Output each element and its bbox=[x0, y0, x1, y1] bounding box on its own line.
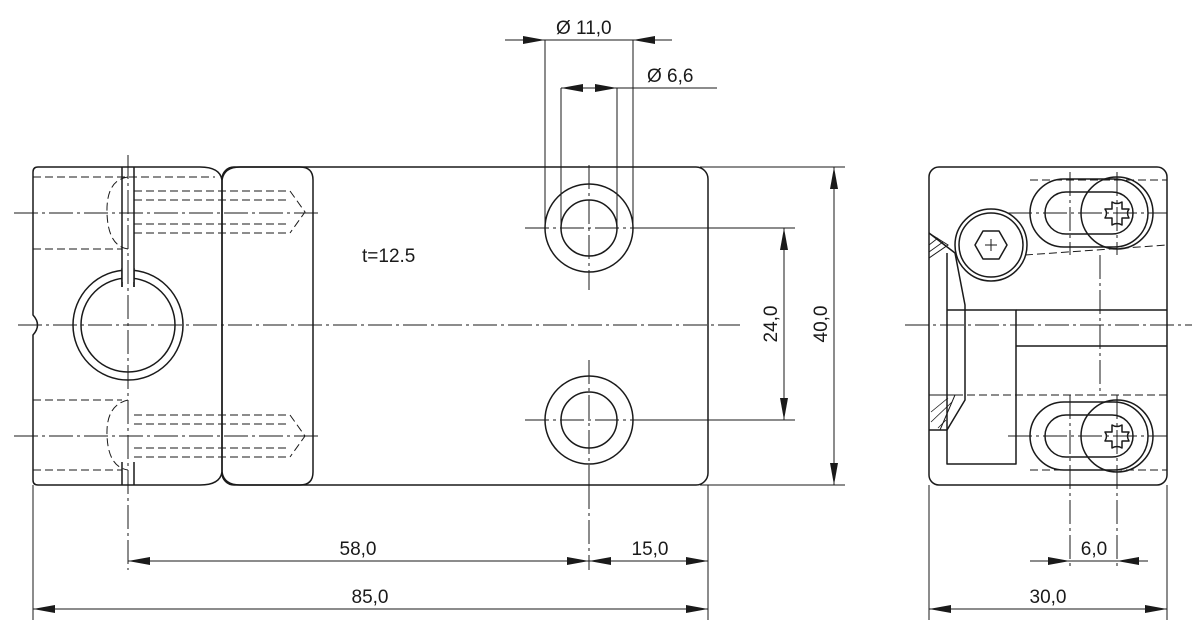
dim-height: 40,0 bbox=[811, 306, 832, 343]
dim-hole-spacing: 24,0 bbox=[761, 306, 782, 343]
phillips-icon bbox=[1104, 201, 1130, 226]
dim-offset-58: 58,0 bbox=[340, 539, 377, 560]
dim-length: 85,0 bbox=[352, 587, 389, 608]
dimension-texts: Ø 11,0 Ø 6,6 24,0 40,0 58,0 15,0 85,0 6,… bbox=[340, 18, 1108, 608]
hidden-lines-clamp bbox=[33, 176, 306, 471]
dimension-lines bbox=[32, 36, 1168, 620]
dim-slot-width: 6,0 bbox=[1081, 539, 1107, 560]
dim-side-width: 30,0 bbox=[1030, 587, 1067, 608]
side-view bbox=[905, 166, 1192, 570]
dim-offset-15: 15,0 bbox=[632, 539, 669, 560]
hex-socket-icon bbox=[974, 230, 1008, 260]
hex-screw-head bbox=[954, 208, 1028, 282]
side-body-outline bbox=[928, 166, 1168, 486]
dim-hole-inner-dia: Ø 6,6 bbox=[647, 66, 693, 87]
front-view bbox=[14, 155, 740, 570]
dim-hole-outer-dia: Ø 11,0 bbox=[556, 18, 612, 39]
clamp-slot bbox=[121, 167, 135, 485]
thickness-note: t=12.5 bbox=[362, 246, 415, 267]
mounting-plate bbox=[221, 166, 709, 486]
phillips-icon bbox=[1104, 424, 1130, 449]
